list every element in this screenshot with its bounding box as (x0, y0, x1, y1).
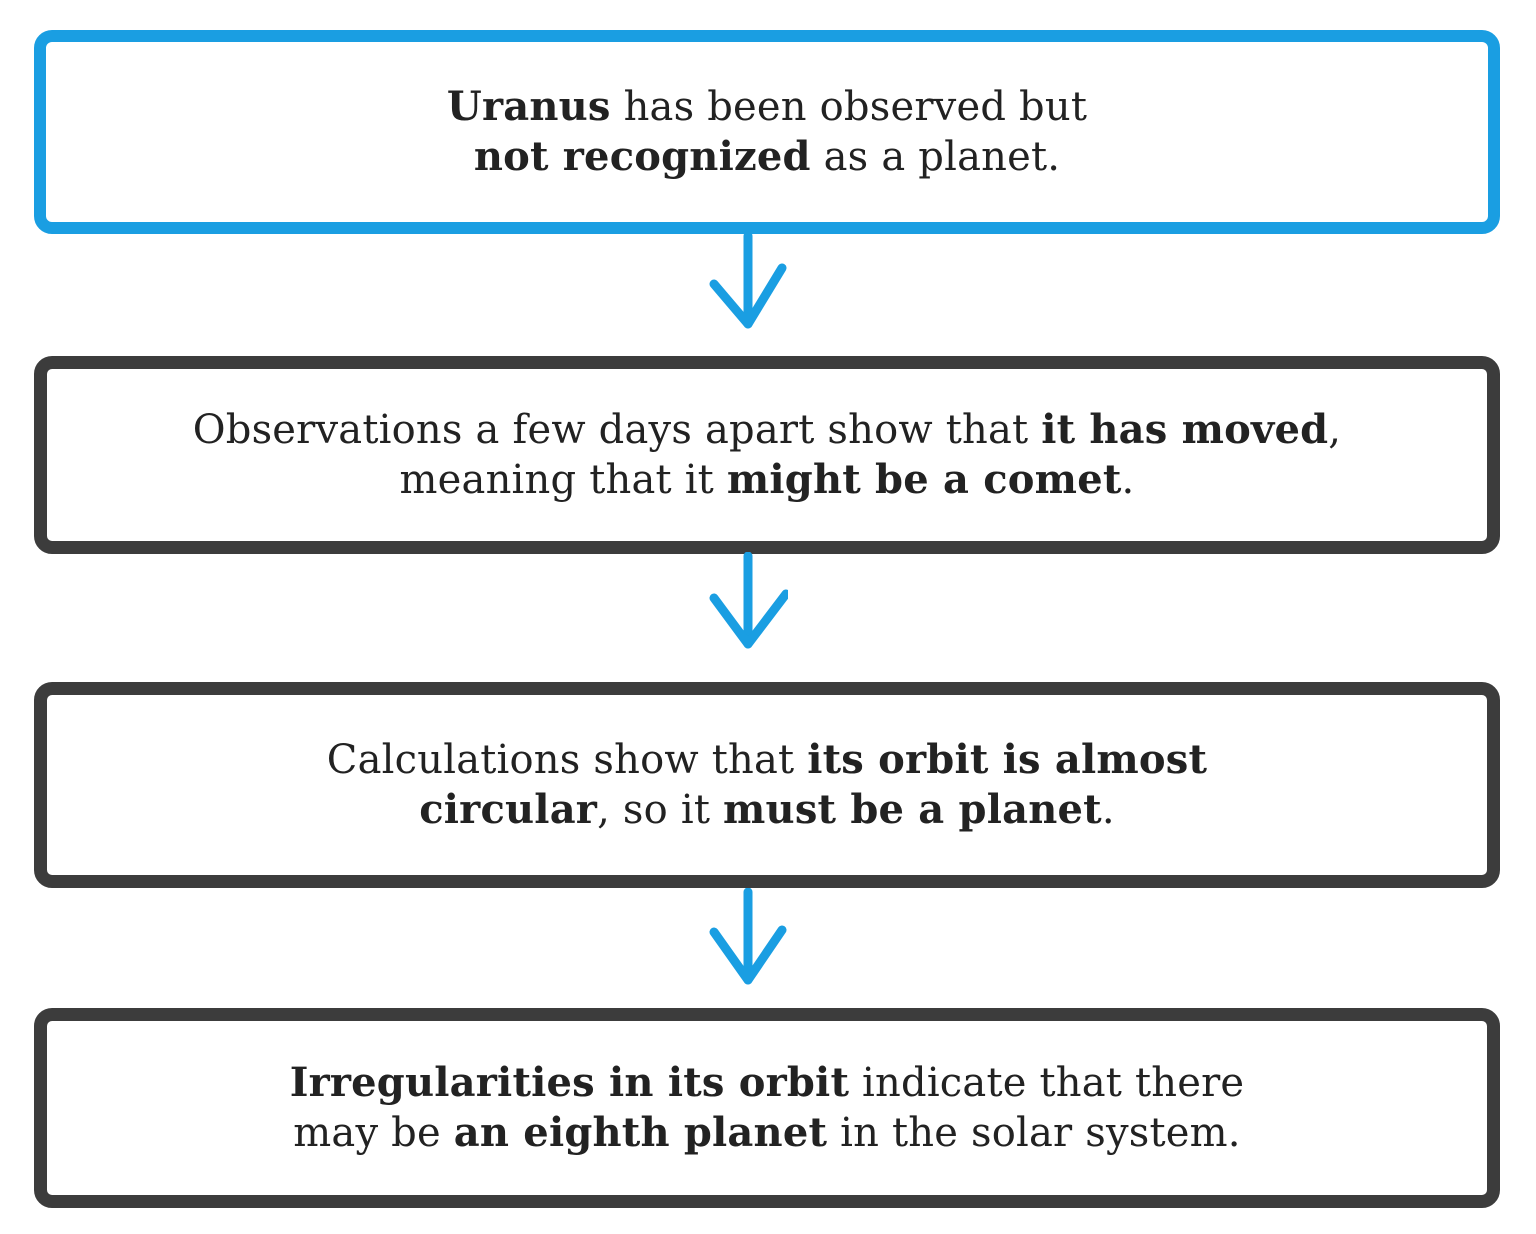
text-segment: , so it (597, 787, 724, 833)
text-segment: its orbit is almost (807, 736, 1208, 783)
down-arrow-icon (709, 552, 788, 649)
text-line: may be an eighth planet in the solar sys… (290, 1108, 1245, 1158)
text-segment: must be a planet (723, 786, 1102, 833)
text-line: Uranus has been observed but (447, 82, 1087, 132)
text-line: Irregularities in its orbit indicate tha… (290, 1058, 1245, 1108)
text-segment: it has moved (1041, 406, 1329, 453)
down-arrow-icon (709, 888, 787, 985)
text-line: circular, so it must be a planet. (327, 785, 1207, 835)
step-text: Calculations show that its orbit is almo… (327, 735, 1207, 835)
text-segment: may be (293, 1110, 454, 1156)
text-segment: not recognized (473, 133, 811, 180)
text-segment: . (1121, 457, 1135, 503)
text-segment: , (1328, 407, 1342, 453)
text-line: meaning that it might be a comet. (193, 455, 1341, 505)
step-text: Uranus has been observed but not recogni… (447, 82, 1087, 182)
step-text: Irregularities in its orbit indicate tha… (290, 1058, 1245, 1158)
text-segment: an eighth planet (453, 1109, 828, 1156)
text-line: Calculations show that its orbit is almo… (327, 735, 1207, 785)
text-segment: Uranus (446, 83, 611, 130)
text-segment: has been observed but (610, 84, 1088, 130)
text-line: not recognized as a planet. (447, 132, 1087, 182)
step-box-2: Observations a few days apart show that … (34, 356, 1500, 554)
text-segment: Irregularities in its orbit (289, 1059, 850, 1106)
text-segment: indicate that there (849, 1060, 1245, 1106)
text-segment: in the solar system. (827, 1110, 1241, 1156)
text-segment: Calculations show that (326, 737, 808, 783)
text-segment: circular (419, 786, 598, 833)
text-segment: as a planet. (810, 134, 1061, 180)
step-text: Observations a few days apart show that … (193, 405, 1341, 505)
text-segment: meaning that it (399, 457, 727, 503)
down-arrow-icon (709, 232, 787, 329)
text-segment: . (1101, 787, 1115, 833)
step-box-4: Irregularities in its orbit indicate tha… (34, 1008, 1500, 1208)
step-box-1: Uranus has been observed but not recogni… (34, 30, 1500, 234)
text-segment: Observations a few days apart show that (192, 407, 1042, 453)
step-box-3: Calculations show that its orbit is almo… (34, 682, 1500, 888)
text-segment: might be a comet (726, 456, 1122, 503)
text-line: Observations a few days apart show that … (193, 405, 1341, 455)
